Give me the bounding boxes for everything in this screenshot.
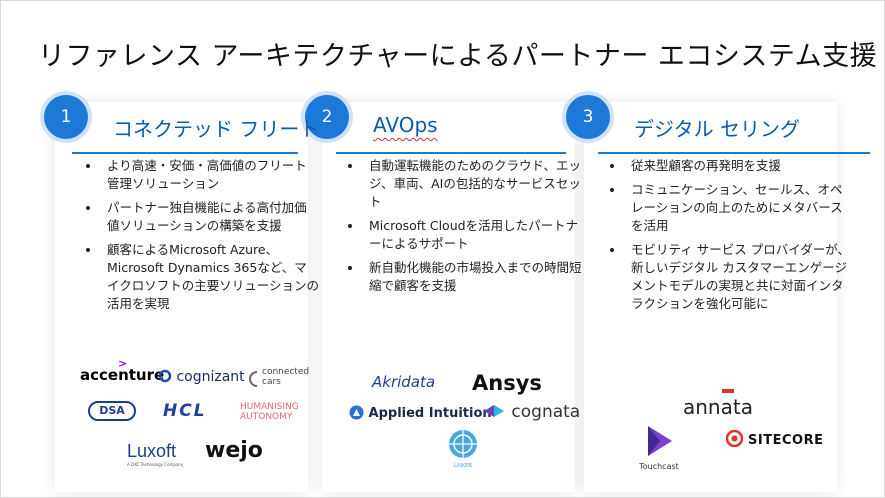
card-heading-avops: AVOps (373, 113, 438, 137)
bullet-item: 自動運転機能のためのクラウド、エッジ、車両、AIの包括的なサービスセット (363, 157, 583, 211)
cognizant-logo: cognizant (158, 369, 245, 385)
sitecore-logo: SITECORE (725, 429, 823, 448)
number-badge-1: 1 (44, 95, 88, 139)
wejo-logo: wejo (205, 438, 263, 463)
annata-logo: annata (683, 389, 753, 419)
ansys-logo: Ansys (472, 371, 542, 395)
cognata-logo: cognata (482, 402, 580, 422)
applied-intuition-logo: Applied Intuition (349, 405, 492, 421)
bullet-list-avops: 自動運転機能のためのクラウド、エッジ、車両、AIの包括的なサービスセット Mic… (345, 157, 583, 301)
linker-logo: LINKER (446, 429, 480, 469)
slide-title: リファレンス アーキテクチャーによるパートナー エコシステム支援 (38, 41, 878, 72)
bullet-item: より高速・安価・高価値のフリート管理ソリューション (101, 157, 319, 193)
bullet-item: 従来型顧客の再発明を支援 (625, 157, 850, 175)
cognata-mark-icon (484, 405, 504, 417)
sitecore-mark-icon (725, 429, 744, 448)
hcl-logo: HCL (163, 401, 207, 421)
card-connected-fleet (55, 102, 308, 492)
card-heading-digital-selling: デジタル セリング (634, 117, 800, 141)
dsa-logo: DSA (88, 401, 136, 421)
number-badge-3: 3 (566, 95, 610, 139)
akridata-logo: Akridata (372, 373, 436, 391)
connected-cars-mark-icon (249, 371, 258, 387)
annata-mark-icon (722, 389, 734, 393)
bullet-item: 新自動化機能の市場投入までの時間短縮で顧客を支援 (363, 259, 583, 295)
number-badge-2: 2 (305, 95, 349, 139)
accenture-logo: > accenture (80, 357, 165, 384)
accenture-mark-icon: > (118, 357, 128, 370)
cognizant-mark-icon (158, 369, 172, 383)
touchcast-mark-icon (648, 426, 672, 456)
bullet-item: パートナー独自機能による高付加価値ソリューションの構築を支援 (101, 199, 319, 235)
luxoft-logo: Luxoft A DXC Technology Company (127, 441, 184, 467)
heading-divider (72, 152, 298, 154)
card-avops (322, 102, 575, 492)
card-heading-connected-fleet: コネクテッド フリート (113, 117, 320, 141)
bullet-list-digital-selling: 従来型顧客の再発明を支援 コミュニケーション、セールス、オペレーションの向上のた… (607, 157, 850, 319)
connected-cars-logo: connected cars (246, 367, 309, 387)
heading-divider (598, 152, 870, 154)
applied-intuition-mark-icon (349, 405, 364, 420)
bullet-item: コミュニケーション、セールス、オペレーションの向上のためにメタバースを活用 (625, 181, 850, 235)
heading-divider (336, 152, 566, 154)
bullet-item: モビリティ サービス プロバイダーが、新しいデジタル カスタマーエンゲージメント… (625, 241, 850, 313)
linker-mark-icon (449, 430, 477, 458)
bullet-item: Microsoft Cloudを活用したパートナーによるサポート (363, 217, 583, 253)
bullet-item: 顧客によるMicrosoft Azure、Microsoft Dynamics … (101, 241, 319, 313)
bullet-list-connected-fleet: より高速・安価・高価値のフリート管理ソリューション パートナー独自機能による高付… (83, 157, 319, 319)
touchcast-logo: Touchcast (636, 424, 682, 471)
card-digital-selling (584, 102, 837, 492)
humanising-autonomy-logo: HUMANISING AUTONOMY (240, 402, 299, 422)
